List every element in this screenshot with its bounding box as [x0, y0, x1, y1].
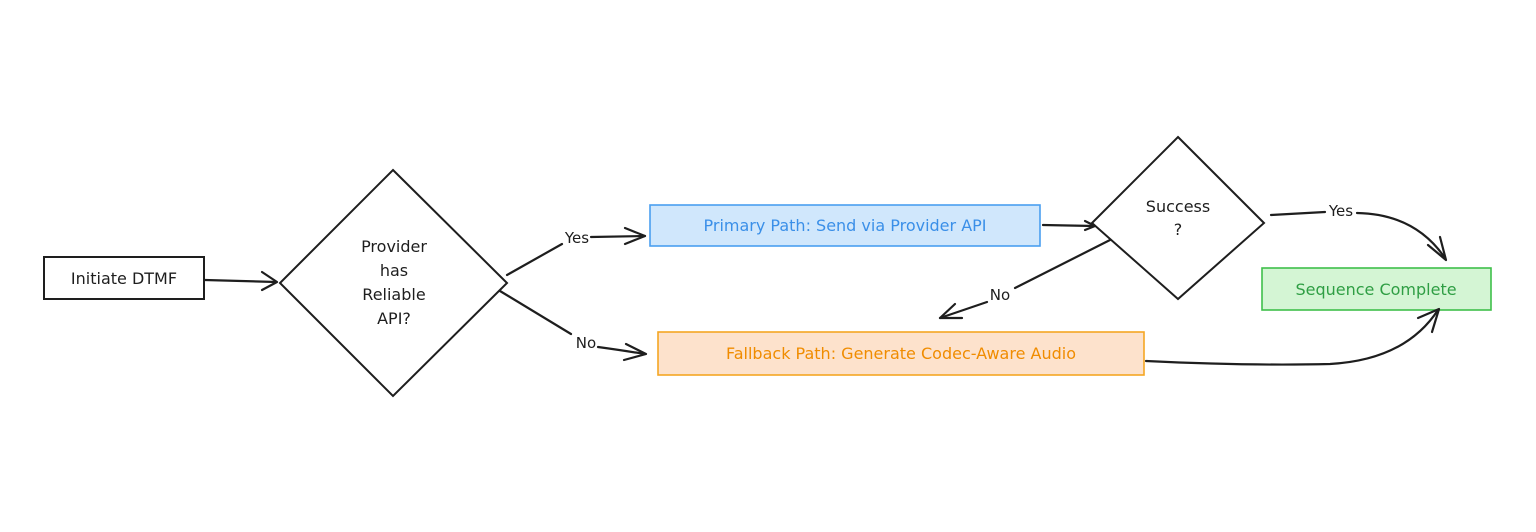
edge-primary-to-success-line	[1041, 223, 1096, 228]
edge-start-to-decision-line	[203, 278, 278, 284]
edge-label-no: No	[576, 334, 596, 352]
edge-start-to-decision	[203, 270, 279, 292]
arrowhead	[260, 270, 279, 292]
decision-success-line-2: ?	[1174, 220, 1183, 239]
decision-provider-api-line-2: has	[380, 261, 408, 280]
node-fallback-path-label: Fallback Path: Generate Codec-Aware Audi…	[726, 344, 1076, 363]
arrowhead	[622, 342, 648, 362]
node-fallback-path-box	[657, 331, 1145, 376]
edge-decision-to-fallback: No	[498, 289, 648, 362]
arrowhead	[1426, 235, 1448, 262]
edge-success-to-complete: Yes	[1269, 202, 1448, 262]
edge-label-yes: Yes	[1328, 202, 1353, 220]
decision-provider-api-line-4: API?	[377, 309, 411, 328]
node-decision-success-diamond	[1090, 135, 1266, 301]
node-sequence-complete[interactable]: Sequence Complete	[1261, 267, 1492, 311]
edge-label-yes: Yes	[564, 229, 589, 247]
edge-label-no: No	[990, 286, 1010, 304]
node-initiate-dtmf[interactable]: Initiate DTMF	[43, 256, 205, 300]
edge-fallback-to-complete	[1144, 307, 1441, 366]
edge-success-to-fallback: No	[938, 238, 1112, 320]
decision-provider-api-line-1: Provider	[361, 237, 427, 256]
node-sequence-complete-box	[1261, 267, 1492, 311]
node-primary-path-label: Primary Path: Send via Provider API	[704, 216, 987, 235]
edge-success-to-complete-line	[1269, 210, 1447, 260]
arrowhead	[623, 226, 647, 246]
decision-success-line-1: Success	[1146, 197, 1210, 216]
edge-decision-to-fallback-line	[498, 289, 647, 356]
node-fallback-path[interactable]: Fallback Path: Generate Codec-Aware Audi…	[657, 331, 1145, 376]
edge-decision-to-primary-line	[505, 234, 647, 277]
decision-provider-api-line-3: Reliable	[362, 285, 425, 304]
node-decision-provider-api-diamond	[278, 168, 509, 398]
edge-success-to-fallback-line	[938, 238, 1112, 320]
arrowhead	[1416, 307, 1441, 334]
node-decision-provider-api[interactable]: Provider has Reliable API?	[278, 168, 509, 398]
node-sequence-complete-label: Sequence Complete	[1295, 280, 1456, 299]
edge-fallback-to-complete-line	[1144, 308, 1440, 366]
arrowhead	[1083, 219, 1097, 232]
node-primary-path[interactable]: Primary Path: Send via Provider API	[649, 204, 1041, 247]
node-decision-success[interactable]: Success ?	[1090, 135, 1266, 301]
edge-primary-to-success	[1041, 219, 1097, 232]
arrowhead	[938, 302, 964, 320]
node-primary-path-box	[649, 204, 1041, 247]
node-initiate-dtmf-label: Initiate DTMF	[71, 269, 177, 288]
edge-decision-to-primary: Yes	[505, 226, 647, 277]
node-initiate-dtmf-box	[43, 256, 205, 300]
